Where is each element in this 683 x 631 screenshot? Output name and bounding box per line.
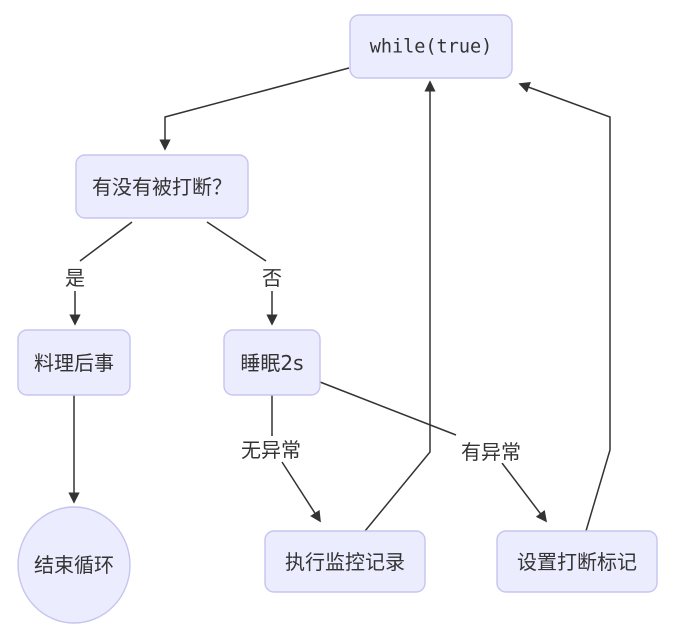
edges-layer xyxy=(68,67,611,532)
node-while-true-label: while(true) xyxy=(370,37,493,58)
node-monitor: 执行监控记录 xyxy=(264,530,426,593)
edge-interrupted-to-yes-label xyxy=(79,221,133,262)
node-set-flag-box xyxy=(496,530,658,593)
edge-labels-layer: 是 否 无异常 有异常 xyxy=(62,265,524,464)
node-sleep: 睡眠2s xyxy=(223,329,321,396)
node-cleanup-label: 料理后事 xyxy=(34,351,114,375)
node-end-loop: 结束循环 xyxy=(17,506,131,624)
node-while-true-box xyxy=(349,14,513,79)
edge-monitor-to-while xyxy=(364,80,436,532)
edge-label-exception: 有异常 xyxy=(461,440,521,464)
edge-sleep-to-exception-label xyxy=(319,381,457,436)
node-while-true: while(true) xyxy=(349,14,513,79)
node-sleep-label: 睡眠2s xyxy=(240,351,303,375)
exception-label-bg xyxy=(458,439,524,463)
node-interrupted-label: 有没有被打断？ xyxy=(92,175,232,199)
noexception-label-bg xyxy=(238,437,304,461)
node-interrupted-box xyxy=(75,154,249,219)
edge-set-flag-to-while xyxy=(518,82,611,532)
node-end-loop-label: 结束循环 xyxy=(34,553,114,577)
node-interrupted: 有没有被打断？ xyxy=(75,154,249,219)
edge-label-yes: 是 xyxy=(65,266,85,290)
no-label-bg xyxy=(259,265,285,289)
edge-label-no: 否 xyxy=(262,266,282,290)
node-sleep-box xyxy=(223,329,321,396)
node-monitor-label: 执行监控记录 xyxy=(285,550,405,574)
edge-while-to-interrupted xyxy=(159,67,350,151)
edge-label-noexception: 无异常 xyxy=(241,438,301,462)
node-cleanup-box xyxy=(17,329,131,396)
node-set-flag: 设置打断标记 xyxy=(496,530,658,593)
node-set-flag-label: 设置打断标记 xyxy=(517,550,637,574)
edge-noexception-label-to-monitor xyxy=(281,461,321,523)
yes-label-bg xyxy=(62,265,88,289)
edge-exception-label-to-set-flag xyxy=(501,462,548,523)
edge-interrupted-to-no-label xyxy=(206,221,267,262)
node-monitor-box xyxy=(264,530,426,593)
node-cleanup: 料理后事 xyxy=(17,329,131,396)
node-end-loop-circle xyxy=(17,506,131,624)
